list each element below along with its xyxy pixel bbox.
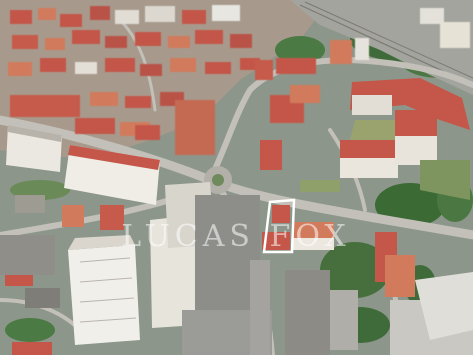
highlighted-parcel-outline [262, 198, 296, 254]
courtyards [300, 120, 470, 200]
watermark: LUCAS FOX [121, 219, 351, 254]
house-cluster [8, 5, 470, 155]
tower-blocks [0, 182, 473, 355]
parcel-roof [272, 205, 290, 223]
watermark-text: LUCAS FOX [121, 219, 351, 254]
